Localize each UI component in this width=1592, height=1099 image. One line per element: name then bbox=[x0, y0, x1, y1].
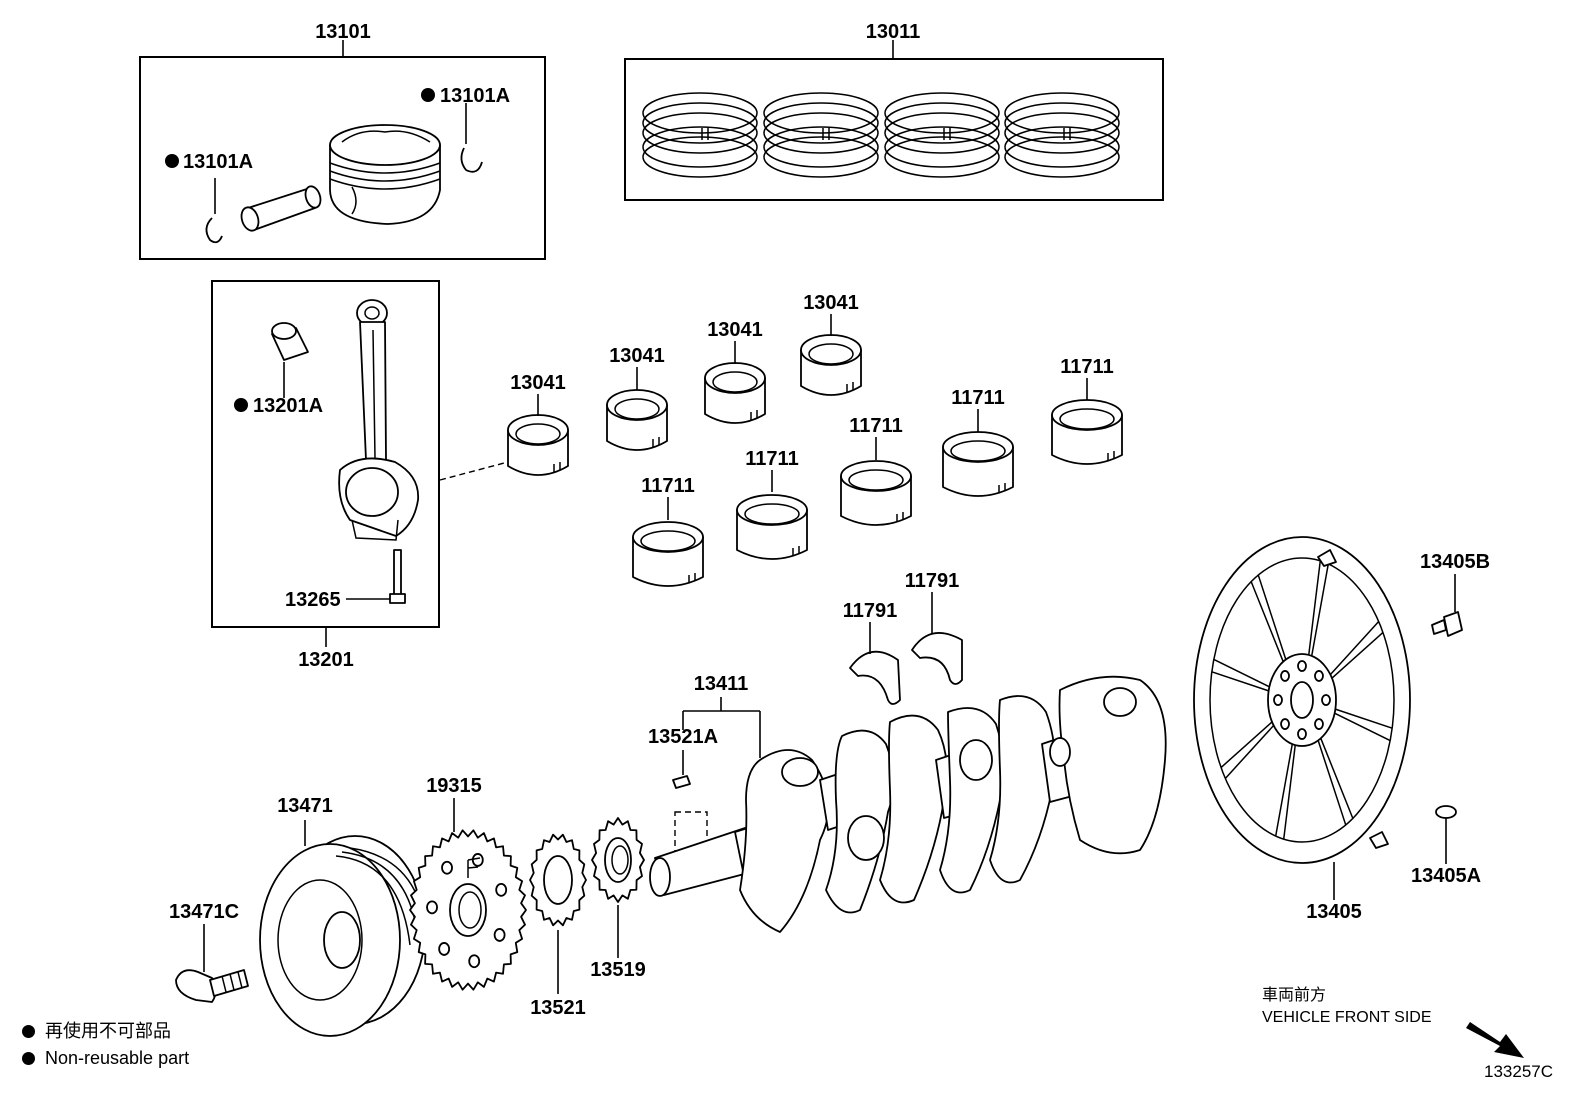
bearing-shell-icon bbox=[507, 414, 569, 476]
label-13101A-left: 13101A bbox=[183, 151, 253, 173]
pulley-bolt-icon bbox=[175, 969, 249, 1003]
non-reusable-dot-icon bbox=[165, 154, 179, 168]
label-13471C: 13471C bbox=[169, 901, 239, 923]
non-reusable-dot-icon bbox=[421, 88, 435, 102]
bearing-shell-icon bbox=[1051, 399, 1123, 465]
label-13521: 13521 bbox=[530, 997, 586, 1019]
label-13101: 13101 bbox=[315, 21, 371, 43]
drive-plate-group: 13405 13405B 13405A bbox=[1193, 536, 1490, 923]
label-19315: 19315 bbox=[426, 775, 482, 797]
connecting-rod-icon bbox=[338, 299, 419, 541]
legend-en: Non-reusable part bbox=[45, 1048, 190, 1068]
piston-rings-icon bbox=[642, 92, 1120, 178]
label-11711-4: 11711 bbox=[951, 387, 1004, 409]
bearing-shell-icon bbox=[632, 521, 704, 587]
crank-pulley-icon bbox=[259, 835, 427, 1037]
label-11711-5: 11711 bbox=[1060, 356, 1113, 378]
label-11791-2: 11791 bbox=[905, 570, 960, 592]
thrust-washer-icon bbox=[911, 632, 963, 685]
bearing-shell-icon bbox=[704, 362, 766, 424]
piston-pin-icon bbox=[240, 185, 322, 232]
bearing-shell-icon bbox=[942, 431, 1014, 497]
piston-set-group: 13101 13101A 13101A bbox=[139, 21, 546, 260]
label-13521A: 13521A bbox=[648, 726, 718, 748]
legend: 再使用不可部品 Non-reusable part bbox=[22, 1018, 189, 1072]
bearing-shell-icon bbox=[736, 494, 808, 560]
crank-key-icon bbox=[672, 775, 691, 789]
bearing-shell-icon bbox=[840, 460, 912, 526]
drive-plate-pin-icon bbox=[1435, 805, 1457, 819]
non-reusable-dot-icon bbox=[234, 398, 248, 412]
non-reusable-dot-icon bbox=[22, 1052, 35, 1065]
rod-bushing-icon bbox=[271, 322, 309, 361]
label-13041-4: 13041 bbox=[803, 292, 859, 314]
crank-sprocket-icon bbox=[529, 833, 587, 927]
label-13101A-right: 13101A bbox=[440, 85, 510, 107]
label-13041-2: 13041 bbox=[609, 345, 665, 367]
crankshaft-icon bbox=[649, 675, 1167, 933]
piston-ring-set-group: 13011 bbox=[624, 21, 1164, 201]
bearing-shell-icon bbox=[606, 389, 668, 451]
connecting-rod-group: 13201 13201A 13265 bbox=[211, 280, 440, 671]
label-11711-2: 11711 bbox=[745, 448, 798, 470]
label-13011: 13011 bbox=[866, 21, 921, 43]
piston-icon bbox=[329, 124, 441, 225]
label-11711-1: 11711 bbox=[641, 475, 694, 497]
label-13405B: 13405B bbox=[1420, 551, 1490, 573]
oil-pump-sprocket-group: 13519 bbox=[590, 817, 646, 981]
label-13265: 13265 bbox=[285, 589, 341, 611]
rod-bolt-icon bbox=[389, 549, 406, 604]
drive-plate-icon bbox=[1193, 536, 1411, 864]
label-11791-1: 11791 bbox=[843, 600, 898, 622]
timing-rotor-group: 19315 bbox=[409, 775, 527, 991]
vehicle-front-note: 車両前方 VEHICLE FRONT SIDE bbox=[1262, 985, 1432, 1029]
bearing-shell-icon bbox=[800, 334, 862, 396]
label-13471: 13471 bbox=[277, 795, 333, 817]
label-13405A: 13405A bbox=[1411, 865, 1481, 887]
label-13519: 13519 bbox=[590, 959, 646, 981]
label-13041-3: 13041 bbox=[707, 319, 763, 341]
vehicle-front-en: VEHICLE FRONT SIDE bbox=[1262, 1009, 1432, 1026]
label-13411: 13411 bbox=[694, 673, 749, 695]
diagram-code: 133257C bbox=[1484, 1062, 1554, 1081]
crankshaft-group: 13411 13521A bbox=[648, 673, 1167, 933]
piston-clip-left-icon bbox=[205, 217, 223, 244]
timing-rotor-icon bbox=[409, 829, 527, 991]
crank-sprocket-group: 13521 bbox=[529, 833, 587, 1019]
label-11711-3: 11711 bbox=[849, 415, 902, 437]
vehicle-front-jp: 車両前方 bbox=[1262, 987, 1327, 1004]
oil-pump-sprocket-icon bbox=[591, 817, 645, 903]
front-arrow-icon bbox=[1466, 1022, 1524, 1058]
legend-jp: 再使用不可部品 bbox=[45, 1021, 171, 1041]
non-reusable-dot-icon bbox=[22, 1025, 35, 1038]
drive-plate-bolt-icon bbox=[1431, 611, 1463, 637]
label-13041-1: 13041 bbox=[510, 372, 566, 394]
label-13201A: 13201A bbox=[253, 395, 323, 417]
thrust-washer-icon bbox=[849, 650, 901, 705]
crank-pulley-group: 13471 13471C bbox=[169, 795, 427, 1037]
label-13405: 13405 bbox=[1306, 901, 1362, 923]
piston-clip-right-icon bbox=[460, 147, 483, 173]
label-13201: 13201 bbox=[298, 649, 354, 671]
bearings-group bbox=[507, 334, 1123, 587]
